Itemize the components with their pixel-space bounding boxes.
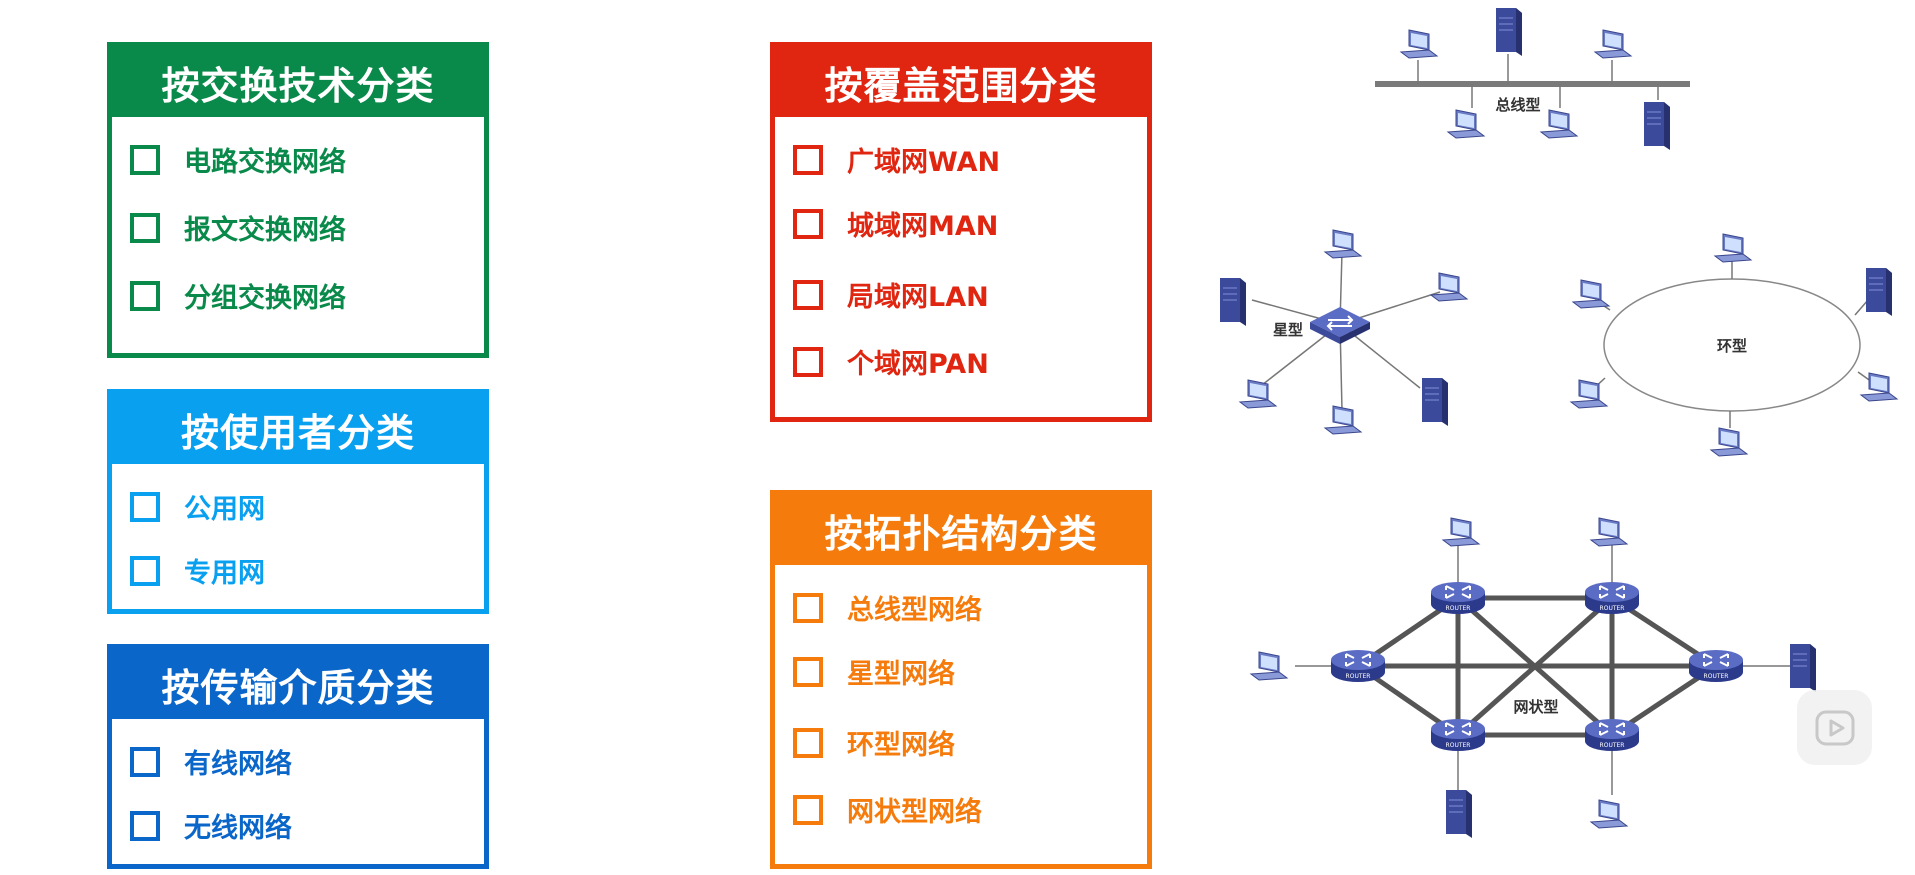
- checkbox-icon: [130, 746, 160, 777]
- ring-topology: 环型: [1570, 233, 1898, 457]
- user-category-card: 按使用者分类 公用网 专用网: [107, 389, 489, 614]
- checkbox-icon: [793, 727, 823, 758]
- play-icon: [1815, 710, 1854, 745]
- list-item: 城域网MAN: [793, 204, 998, 243]
- server-icon: [1643, 101, 1671, 151]
- list-item: 星型网络: [793, 652, 955, 691]
- list-item: 无线网络: [130, 806, 292, 845]
- checkbox-icon: [793, 346, 823, 377]
- server-icon: [1445, 789, 1473, 839]
- list-item: 电路交换网络: [130, 140, 346, 179]
- laptop-icon: [1570, 379, 1608, 409]
- topology-diagram: ROUTER 总线型: [1219, 7, 1898, 839]
- checkbox-icon: [793, 279, 823, 310]
- server-icon: [1219, 277, 1247, 327]
- switching-category-card: 按交换技术分类 电路交换网络 报文交换网络 分组交换网络: [107, 42, 489, 358]
- bus-topology: 总线型: [1375, 7, 1690, 151]
- laptop-icon: [1447, 109, 1485, 139]
- switch-icon: [1309, 306, 1371, 345]
- bus-label: 总线型: [1495, 96, 1540, 114]
- list-item: 报文交换网络: [130, 208, 346, 247]
- star-label: 星型: [1273, 321, 1303, 339]
- server-icon: [1495, 7, 1523, 57]
- user-category-title: 按使用者分类: [112, 394, 484, 464]
- laptop-icon: [1594, 29, 1632, 59]
- list-item: 总线型网络: [793, 588, 982, 627]
- checkbox-icon: [793, 592, 823, 623]
- coverage-category-title: 按覆盖范围分类: [775, 47, 1147, 117]
- topology-category-title: 按拓扑结构分类: [775, 495, 1147, 565]
- router-icon: [1430, 581, 1486, 615]
- list-item: 局域网LAN: [793, 275, 989, 314]
- laptop-icon: [1324, 405, 1362, 435]
- list-item: 专用网: [130, 551, 265, 590]
- coverage-category-card: 按覆盖范围分类 广域网WAN 城域网MAN 局域网LAN 个域网PAN: [770, 42, 1152, 422]
- laptop-icon: [1250, 651, 1288, 681]
- laptop-icon: [1400, 29, 1438, 59]
- laptop-icon: [1540, 109, 1578, 139]
- list-item: 网状型网络: [793, 790, 982, 829]
- checkbox-icon: [130, 810, 160, 841]
- laptop-icon: [1324, 229, 1362, 259]
- laptop-icon: [1572, 279, 1610, 309]
- checkbox-icon: [130, 280, 160, 311]
- list-item: 个域网PAN: [793, 342, 989, 381]
- laptop-icon: [1710, 427, 1748, 457]
- router-icon: [1584, 581, 1640, 615]
- play-button[interactable]: [1797, 690, 1872, 765]
- laptop-icon: [1590, 799, 1628, 829]
- checkbox-icon: [130, 144, 160, 175]
- topology-category-card: 按拓扑结构分类 总线型网络 星型网络 环型网络 网状型网络: [770, 490, 1152, 869]
- list-item: 广域网WAN: [793, 140, 1000, 179]
- list-item: 有线网络: [130, 742, 292, 781]
- checkbox-icon: [793, 144, 823, 175]
- star-topology: 星型: [1219, 229, 1468, 435]
- checkbox-icon: [130, 491, 160, 522]
- medium-category-title: 按传输介质分类: [112, 649, 484, 719]
- mesh-topology: 网状型: [1250, 517, 1817, 839]
- checkbox-icon: [793, 794, 823, 825]
- checkbox-icon: [793, 656, 823, 687]
- checkbox-icon: [793, 208, 823, 239]
- list-item: 分组交换网络: [130, 276, 346, 315]
- server-icon: [1421, 377, 1449, 427]
- checkbox-icon: [130, 555, 160, 586]
- medium-category-card: 按传输介质分类 有线网络 无线网络: [107, 644, 489, 869]
- list-item: 环型网络: [793, 723, 955, 762]
- router-icon: [1330, 649, 1386, 683]
- checkbox-icon: [130, 212, 160, 243]
- laptop-icon: [1714, 233, 1752, 263]
- list-item: 公用网: [130, 487, 265, 526]
- ring-label: 环型: [1717, 337, 1747, 355]
- server-icon: [1865, 267, 1893, 317]
- router-icon: [1688, 649, 1744, 683]
- laptop-icon: [1239, 379, 1277, 409]
- laptop-icon: [1590, 517, 1628, 547]
- laptop-icon: [1442, 517, 1480, 547]
- mesh-label: 网状型: [1513, 698, 1558, 716]
- server-icon: [1789, 643, 1817, 693]
- router-icon: [1584, 718, 1640, 752]
- router-icon: [1430, 718, 1486, 752]
- laptop-icon: [1430, 272, 1468, 302]
- switching-category-title: 按交换技术分类: [112, 47, 484, 117]
